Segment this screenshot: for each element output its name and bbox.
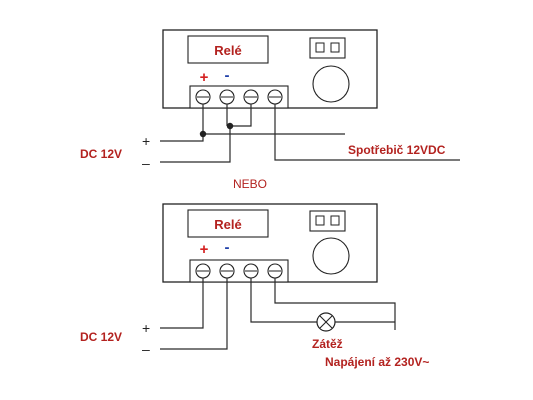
screw-terminal-icon [267,263,283,279]
top-plus-mark: + [200,69,209,86]
bottom-display [187,209,269,238]
screw-terminal-icon [243,263,259,279]
bottom-minus-mark: - [225,239,230,256]
screw-terminal-icon [243,89,259,105]
top-display [187,35,269,64]
screw-terminal-icon [219,263,235,279]
bottom-relay-label: Relé [214,217,241,232]
bottom-plus-mark: + [200,241,209,258]
bottom-dc-minus: – [142,341,150,357]
knob-icon [312,237,350,275]
bottom-terminal-block [189,259,289,283]
top-junction-2 [226,122,234,130]
socket-icon [309,210,346,232]
bottom-load-label: Zátěž [312,337,343,351]
top-module: Relé + - [162,29,378,109]
top-minus-mark: - [225,67,230,84]
top-terminal-block [189,85,289,109]
bottom-wiring [160,278,396,350]
bottom-dc-label: DC 12V [80,330,122,344]
lamp-icon [316,312,336,332]
top-junction-1 [199,130,207,138]
screw-terminal-icon [267,89,283,105]
screw-terminal-icon [219,89,235,105]
screw-terminal-icon [195,89,211,105]
screw-terminal-icon [195,263,211,279]
socket-icon [309,37,346,59]
bottom-supply-label: Napájení až 230V~ [325,355,429,369]
bottom-dc-plus: + [142,320,150,336]
separator-label: NEBO [233,177,267,191]
top-load-label: Spotřebič 12VDC [348,143,446,157]
bottom-module: Relé + - [162,203,378,283]
top-dc-label: DC 12V [80,147,122,161]
top-relay-label: Relé [214,43,241,58]
top-dc-plus: + [142,133,150,149]
knob-icon [312,65,350,103]
top-dc-minus: – [142,155,150,171]
top-wiring [160,104,460,163]
